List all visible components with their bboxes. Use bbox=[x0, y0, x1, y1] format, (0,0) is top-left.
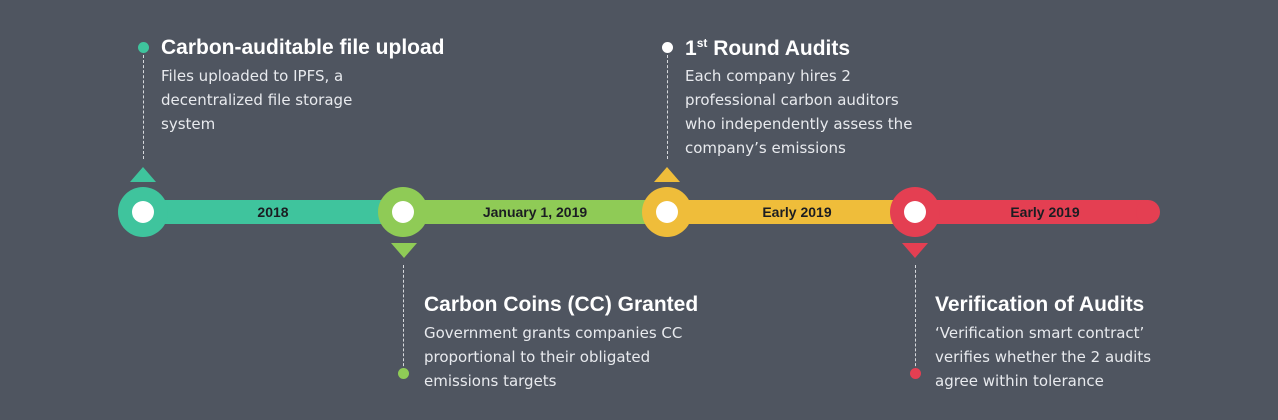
timeline-node-4 bbox=[890, 187, 940, 237]
marker-dot bbox=[662, 42, 673, 53]
marker-dot bbox=[910, 368, 921, 379]
milestone-title: Verification of Audits bbox=[935, 293, 1145, 316]
segment-label: January 1, 2019 bbox=[482, 204, 588, 220]
pointer-up-icon bbox=[130, 167, 156, 182]
timeline-segment-early-2019-b bbox=[915, 200, 1148, 224]
timeline-segment-jan-2019 bbox=[403, 200, 669, 224]
connector-line bbox=[915, 265, 916, 371]
milestone-title: 1st Round Audits bbox=[685, 36, 850, 61]
segment-label: Early 2019 bbox=[1010, 204, 1080, 220]
segment-label: Early 2019 bbox=[762, 204, 832, 220]
segment-label: 2018 bbox=[257, 204, 289, 220]
pointer-up-icon bbox=[654, 167, 680, 182]
node-center bbox=[392, 201, 414, 223]
marker-dot bbox=[138, 42, 149, 53]
timeline-end-cap bbox=[1136, 200, 1160, 224]
connector-line bbox=[403, 265, 404, 371]
timeline-node-2 bbox=[378, 187, 428, 237]
milestone-description: Each company hires 2 professional carbon… bbox=[685, 67, 913, 157]
timeline-node-3 bbox=[642, 187, 692, 237]
milestone-title: Carbon-auditable file upload bbox=[161, 36, 445, 59]
timeline-node-1 bbox=[118, 187, 168, 237]
marker-dot bbox=[398, 368, 409, 379]
connector-line bbox=[143, 55, 144, 159]
node-center bbox=[132, 201, 154, 223]
pointer-down-icon bbox=[391, 243, 417, 258]
milestone-description: Government grants companies CC proportio… bbox=[424, 324, 683, 390]
node-center bbox=[656, 201, 678, 223]
milestone-title: Carbon Coins (CC) Granted bbox=[424, 293, 699, 316]
timeline-segment-2018 bbox=[143, 200, 405, 224]
pointer-down-icon bbox=[902, 243, 928, 258]
milestone-description: ‘Verification smart contract’ verifies w… bbox=[935, 324, 1152, 390]
milestone-description: Files uploaded to IPFS, a decentralized … bbox=[161, 67, 353, 133]
node-center bbox=[904, 201, 926, 223]
connector-line bbox=[667, 55, 668, 159]
title-rest: Round Audits bbox=[707, 37, 851, 60]
timeline-segment-early-2019-a bbox=[667, 200, 917, 224]
title-superscript: st bbox=[696, 36, 708, 50]
title-prefix: 1 bbox=[685, 37, 697, 60]
